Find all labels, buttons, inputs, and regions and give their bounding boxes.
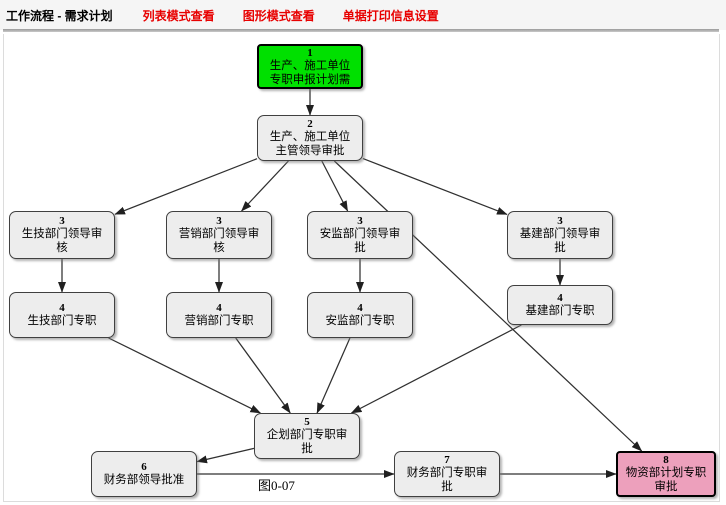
edge-9-to-11 [316,337,351,414]
node-label: 安监部门领导审 批 [319,228,401,254]
node-number: 4 [59,302,65,314]
link-print-info-settings[interactable]: 单据打印信息设置 [342,8,439,23]
edge-11-to-12 [196,447,255,464]
edge-2-to-3 [114,158,258,215]
node-number: 4 [216,302,222,314]
node-number: 6 [141,461,147,473]
edge-layer [58,89,643,478]
node-label: 基建部门专职 [525,305,595,317]
node-label: 营销部门领导审 核 [178,228,260,254]
node-label: 营销部门专职 [184,315,254,327]
node-number: 4 [557,292,563,304]
node-number: 8 [663,454,669,466]
node-label: 财务部门专职审 批 [406,467,488,493]
edge-2-to-6 [362,157,508,216]
page-header: 工作流程 - 需求计划 列表模式查看 图形模式查看 单据打印信息设置 [0,0,726,30]
node-number: 2 [307,118,313,130]
node-label: 生技部门专职 [27,315,97,327]
node-label: 生技部门领导审 核 [21,228,103,254]
node-number: 3 [557,215,563,227]
node-label: 生产、施工单位 主管领导审批 [269,131,351,157]
node-number: 3 [59,215,65,227]
node-label: 安监部门专职 [325,315,395,327]
node-number: 3 [216,215,222,227]
link-graphic-mode-view[interactable]: 图形模式查看 [242,8,315,23]
node-label: 企划部门专职审 批 [266,429,348,455]
edge-7-to-11 [108,337,261,414]
page-title: 工作流程 - 需求计划 [6,8,113,23]
node-label: 基建部门领导审 批 [519,228,601,254]
figure-caption: 图0-07 [258,478,295,493]
node-number: 1 [307,46,313,59]
link-list-mode-view[interactable]: 列表模式查看 [142,8,215,23]
node-label: 财务部领导批准 [103,474,185,486]
node-number: 5 [304,416,310,428]
node-label: 生产、施工单位 专职申报计划需 [269,59,351,86]
node-label: 物资部计划专职 审批 [625,467,707,493]
edge-2-to-4 [241,160,289,212]
header-divider [3,29,719,32]
node-number: 3 [357,215,363,227]
edge-8-to-11 [235,337,291,414]
node-number: 4 [357,302,363,314]
node-number: 7 [444,454,450,466]
edge-2-to-5 [321,160,349,212]
edge-10-to-11 [350,324,522,414]
